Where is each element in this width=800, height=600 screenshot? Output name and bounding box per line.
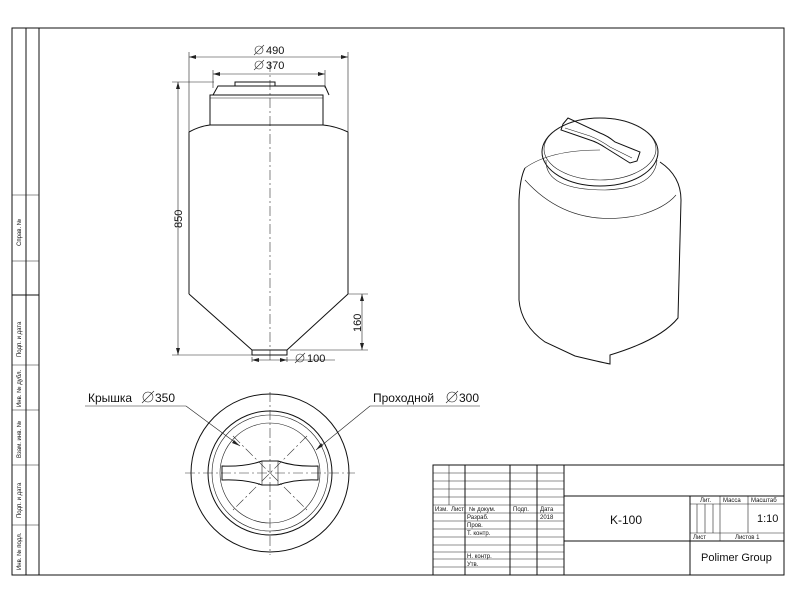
tb-lit-label: Лит. [700, 498, 711, 504]
side-strip-labels: Справ. № Подп. и дата Инв. № дубл. Взам.… [16, 219, 23, 570]
title-block: Изм. Лист № докум. Подп. Дата Разраб. Пр… [432, 464, 785, 576]
side-label-vzam: Взам. инв. № [16, 421, 23, 458]
tb-sheets-label: Листов 1 [735, 535, 760, 541]
side-label-podp1: Подп. и дата [17, 321, 23, 357]
tb-col-date: Дата [540, 507, 554, 513]
side-label-podp2: Подп. и дата [17, 482, 23, 518]
dim-d100: 100 [307, 353, 325, 365]
tb-row-utv: Утв. [467, 562, 479, 568]
tb-row-prov: Пров. [467, 523, 483, 529]
dim-h160: 160 [352, 314, 364, 332]
tb-col-list: Лист [451, 507, 464, 513]
tb-mass-label: Масса [723, 498, 741, 504]
tb-company: Polimer Group [701, 552, 772, 564]
front-view: 490 370 850 160 100 [172, 44, 368, 365]
tb-sheet-label: Лист [693, 535, 706, 541]
tb-row-nkontr: Н. контр. [467, 554, 492, 560]
top-view: Крышка 350 Проходной 300 [85, 390, 480, 555]
dim-d370: 370 [266, 60, 284, 72]
side-label-inv-dubl: Инв. № дубл. [16, 370, 23, 407]
tb-row-razrab: Разраб. [467, 515, 489, 521]
lid-label: Крышка [88, 391, 132, 405]
tb-scale-value: 1:10 [757, 513, 778, 525]
tb-row-tkontr: Т. контр. [467, 531, 491, 537]
passthrough-label: Проходной [373, 391, 434, 405]
tb-date-value: 2018 [540, 515, 554, 521]
inner-frame [38, 27, 785, 576]
tb-scale-label: Масштаб [751, 498, 777, 504]
tb-designation: K-100 [610, 513, 642, 527]
passthrough-diameter: 300 [459, 391, 479, 405]
outer-frame [11, 27, 785, 576]
side-label-sprav: Справ. № [16, 219, 23, 246]
tb-col-izm: Изм. [435, 507, 448, 513]
side-label-inv-podl: Инв. № подл. [16, 532, 23, 570]
isometric-view [518, 117, 682, 365]
tb-col-docnum: № докум. [469, 506, 496, 513]
dim-h850: 850 [173, 210, 185, 228]
dim-d490: 490 [266, 45, 284, 57]
lid-diameter: 350 [155, 391, 175, 405]
tb-col-podp: Подп. [513, 507, 529, 513]
